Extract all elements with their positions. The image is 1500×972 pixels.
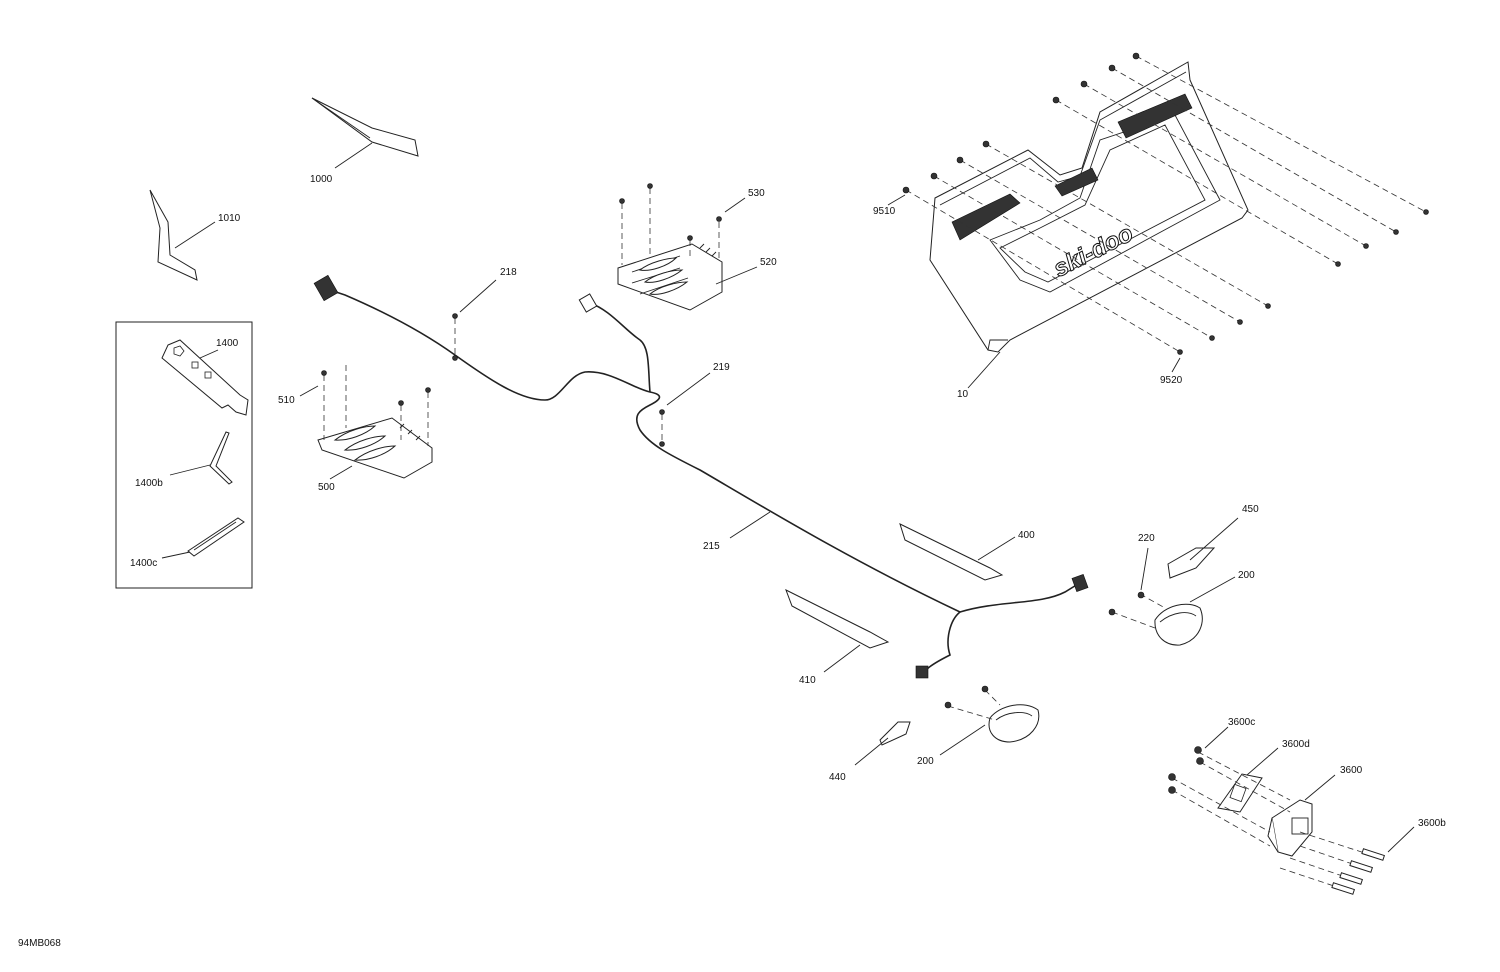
decal-450 <box>1167 547 1216 579</box>
light-200-upper <box>1108 591 1203 646</box>
callout-1000: 1000 <box>310 174 333 185</box>
decal-440 <box>879 721 911 746</box>
callout-9510: 9510 <box>873 206 896 217</box>
callout-215: 215 <box>703 541 720 552</box>
spanner-1400 <box>161 339 249 416</box>
callout-3600c: 3600c <box>1228 717 1255 728</box>
footrest-plate-500 <box>317 417 433 479</box>
hitch-plate-3600d <box>1217 773 1263 813</box>
callout-440: 440 <box>829 772 846 783</box>
callout-200-lower: 200 <box>917 756 934 767</box>
wiring-harness-215 <box>313 274 1089 679</box>
callout-530: 530 <box>748 188 765 199</box>
callout-9520: 9520 <box>1160 375 1183 386</box>
callout-3600: 3600 <box>1340 765 1363 776</box>
screws-530 <box>619 183 722 265</box>
light-200-lower <box>944 685 1040 743</box>
callout-1010: 1010 <box>218 213 241 224</box>
callout-510: 510 <box>278 395 295 406</box>
hitch-receiver-3600 <box>1267 799 1313 857</box>
callout-3600d: 3600d <box>1282 739 1310 750</box>
rear-bumper-10: ski-doo <box>929 61 1249 353</box>
reflector-400 <box>899 523 1004 581</box>
callout-219: 219 <box>713 362 730 373</box>
callout-1400b: 1400b <box>135 478 163 489</box>
screws-510 <box>321 365 431 446</box>
callout-500: 500 <box>318 482 335 493</box>
callout-520: 520 <box>760 257 777 268</box>
callout-220: 220 <box>1138 533 1155 544</box>
bumper-fasteners <box>902 52 1429 355</box>
decal-1000 <box>311 97 419 157</box>
reflector-410 <box>785 588 890 649</box>
hitch-fasteners-3600c <box>1168 746 1291 847</box>
callout-3600b: 3600b <box>1418 818 1446 829</box>
footrest-plate-520 <box>617 243 723 311</box>
callout-10: 10 <box>957 389 969 400</box>
callout-450: 450 <box>1242 504 1259 515</box>
callout-1400c: 1400c <box>130 558 157 569</box>
hex-key-1400b <box>209 431 233 485</box>
tool-kit-frame <box>115 321 253 589</box>
callout-200-upper: 200 <box>1238 570 1255 581</box>
callout-1400: 1400 <box>216 338 239 349</box>
diagram-code: 94MB068 <box>18 938 61 949</box>
cable-tie-218 <box>452 313 458 361</box>
callout-410: 410 <box>799 675 816 686</box>
callout-218: 218 <box>500 267 517 278</box>
tool-strip-1400c <box>187 517 245 557</box>
hitch-bolts-3600b <box>1279 831 1386 895</box>
decal-1010 <box>149 189 198 281</box>
callout-400: 400 <box>1018 530 1035 541</box>
cable-tie-219 <box>659 409 665 447</box>
